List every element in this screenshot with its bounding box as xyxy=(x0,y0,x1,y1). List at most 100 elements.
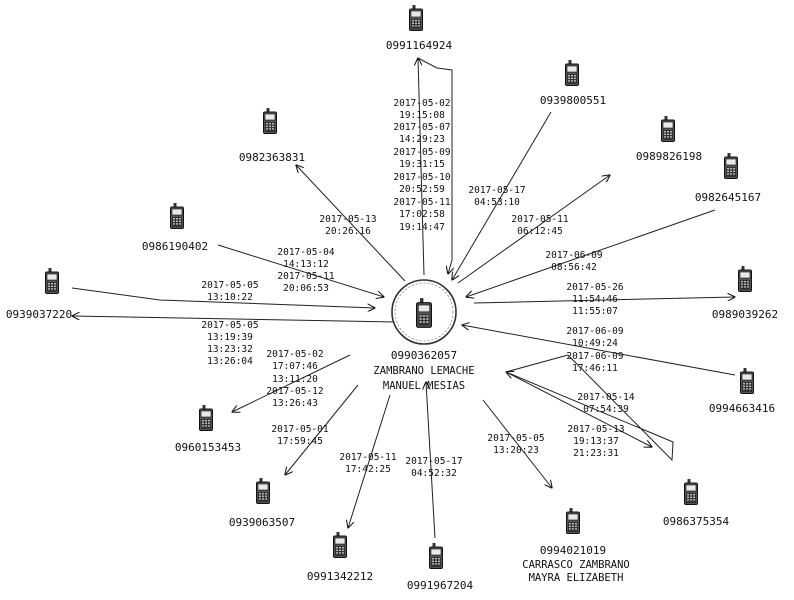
edge-label-c5: 2017-05-26 11:54:46 11:55:07 xyxy=(566,282,623,317)
mobile-phone-icon xyxy=(263,108,277,134)
edge-c8 xyxy=(482,399,552,488)
edge-timestamp: 17:46:11 xyxy=(572,363,618,374)
center-name-line2: MANUEL MESIAS xyxy=(383,380,465,392)
edge-c13-out xyxy=(72,316,396,323)
edges xyxy=(72,58,736,539)
edge-label-c11: 2017-05-01 17:59:45 xyxy=(271,424,328,447)
mobile-phone-icon xyxy=(724,153,738,179)
edge-labels: 2017-05-02 19:15:08 2017-05-07 14:29:23 … xyxy=(201,98,634,479)
edge-timestamp: 08:56:42 xyxy=(551,262,597,273)
contact-node-c5[interactable]: 0989039262 xyxy=(712,266,778,321)
contact-number: 0986375354 xyxy=(663,515,730,528)
edge-c7-b xyxy=(505,354,569,373)
edge-timestamp: 2017-05-05 xyxy=(201,280,258,291)
edge-timestamp: 13:10:22 xyxy=(207,292,253,303)
edge-timestamp: 13:23:32 xyxy=(207,344,253,355)
edge-timestamp: 17:59:45 xyxy=(277,436,323,447)
contact-node-c1[interactable]: 0991164924 xyxy=(386,5,453,52)
mobile-phone-icon xyxy=(661,116,675,142)
contact-node-c12[interactable]: 0960153453 xyxy=(175,405,241,454)
edge-timestamp: 20:26:16 xyxy=(325,226,371,237)
edge-timestamp: 2017-06-09 xyxy=(566,326,623,337)
edge-c6 xyxy=(462,325,736,376)
edge-c1-out xyxy=(418,58,425,276)
edge-timestamp: 2017-06-09 xyxy=(545,250,602,261)
contact-node-c4[interactable]: 0982645167 xyxy=(695,153,761,204)
edge-timestamp: 20:06:53 xyxy=(283,283,329,294)
contact-name-line1: CARRASCO ZAMBRANO xyxy=(522,559,629,571)
edge-timestamp: 06:12:45 xyxy=(517,226,563,237)
contact-node-c8[interactable]: 0994021019 CARRASCO ZAMBRANO MAYRA ELIZA… xyxy=(522,508,630,584)
edge-timestamp: 19:13:37 xyxy=(573,436,619,447)
edge-c4 xyxy=(466,209,716,297)
contact-number: 0982363831 xyxy=(239,151,305,164)
contact-node-c11[interactable]: 0939063507 xyxy=(229,478,295,529)
edge-timestamp: 2017-05-02 xyxy=(266,349,323,360)
contact-node-c13[interactable]: 0939037220 xyxy=(6,268,72,321)
contact-node-c7[interactable]: 0986375354 xyxy=(663,479,730,528)
contact-node-c10[interactable]: 0991342212 xyxy=(307,532,373,583)
edge-label-c9: 2017-05-17 04:52:32 xyxy=(405,456,462,479)
mobile-phone-icon xyxy=(429,543,443,569)
edge-timestamp: 04:53:10 xyxy=(474,197,520,208)
edge-timestamp: 17:42:25 xyxy=(345,464,391,475)
edge-timestamp: 17:02:58 xyxy=(399,209,445,220)
edge-label-c4: 2017-06-09 08:56:42 xyxy=(545,250,602,273)
edge-timestamp: 13:26:43 xyxy=(272,398,318,409)
edge-timestamp: 14:29:23 xyxy=(399,134,445,145)
edge-timestamp: 2017-05-17 xyxy=(405,456,462,467)
mobile-phone-icon xyxy=(740,368,754,394)
edge-c7-c xyxy=(505,371,652,447)
edge-timestamp: 2017-05-10 xyxy=(393,172,450,183)
edge-timestamp: 11:55:07 xyxy=(572,306,618,317)
edge-timestamp: 10:49:24 xyxy=(572,338,618,349)
contact-node-c6[interactable]: 0994663416 xyxy=(709,368,775,415)
contact-number: 0986190402 xyxy=(142,240,208,253)
contact-number: 0939063507 xyxy=(229,516,295,529)
mobile-phone-icon xyxy=(684,479,698,505)
contact-number: 0989039262 xyxy=(712,308,778,321)
mobile-phone-icon xyxy=(738,266,752,292)
edge-timestamp: 21:23:31 xyxy=(573,448,619,459)
edge-timestamp: 2017-05-02 xyxy=(393,98,450,109)
contact-number: 0989826198 xyxy=(636,150,702,163)
center-node[interactable]: 0990362057 ZAMBRANO LEMACHE MANUEL MESIA… xyxy=(373,279,475,392)
contact-number: 0994663416 xyxy=(709,402,775,415)
edge-timestamp: 19:15:08 xyxy=(399,110,445,121)
edge-timestamp: 04:52:32 xyxy=(411,468,457,479)
mobile-phone-icon xyxy=(45,268,59,294)
contact-number: 0939800551 xyxy=(540,94,606,107)
edge-timestamp: 07:54:39 xyxy=(583,404,629,415)
edge-label-c14: 2017-05-04 14:13:12 2017-05-11 20:06:53 xyxy=(277,247,334,294)
contact-number: 0960153453 xyxy=(175,441,241,454)
contact-node-c2[interactable]: 0939800551 xyxy=(540,60,606,107)
edge-timestamp: 13:19:39 xyxy=(207,332,253,343)
contact-node-c9[interactable]: 0991967204 xyxy=(407,543,474,592)
edge-c14 xyxy=(217,244,384,297)
contact-node-c14[interactable]: 0986190402 xyxy=(142,203,208,253)
mobile-phone-icon xyxy=(170,203,184,229)
center-node-inner-ring xyxy=(394,282,454,342)
edge-timestamp: 20:52:59 xyxy=(399,184,445,195)
edge-timestamp: 2017-05-11 xyxy=(511,214,568,225)
mobile-phone-icon xyxy=(333,532,347,558)
edge-c5 xyxy=(473,297,735,304)
edge-label-c7: 2017-05-14 07:54:39 2017-05-13 19:13:37 … xyxy=(567,392,634,459)
mobile-phone-icon xyxy=(566,508,580,534)
edge-timestamp: 2017-05-13 xyxy=(319,214,376,225)
contact-number: 0991342212 xyxy=(307,570,373,583)
mobile-phone-icon xyxy=(199,405,213,431)
edge-label-c1: 2017-05-02 19:15:08 2017-05-07 14:29:23 … xyxy=(393,98,450,233)
contact-node-c15[interactable]: 0982363831 xyxy=(239,108,305,164)
edge-timestamp: 2017-05-14 xyxy=(577,392,634,403)
contact-number: 0991164924 xyxy=(386,39,453,52)
edge-timestamp: 2017-05-26 xyxy=(566,282,623,293)
edge-c7-a xyxy=(506,354,674,462)
contact-number: 0991967204 xyxy=(407,579,474,592)
edge-c3 xyxy=(457,175,610,284)
mobile-phone-icon xyxy=(565,60,579,86)
edge-timestamp: 2017-05-11 xyxy=(277,271,334,282)
edge-c11 xyxy=(285,384,359,475)
contact-node-c3[interactable]: 0989826198 xyxy=(636,116,702,163)
edge-label-c13: 2017-05-05 13:10:22 2017-05-05 13:19:39 … xyxy=(201,280,258,367)
